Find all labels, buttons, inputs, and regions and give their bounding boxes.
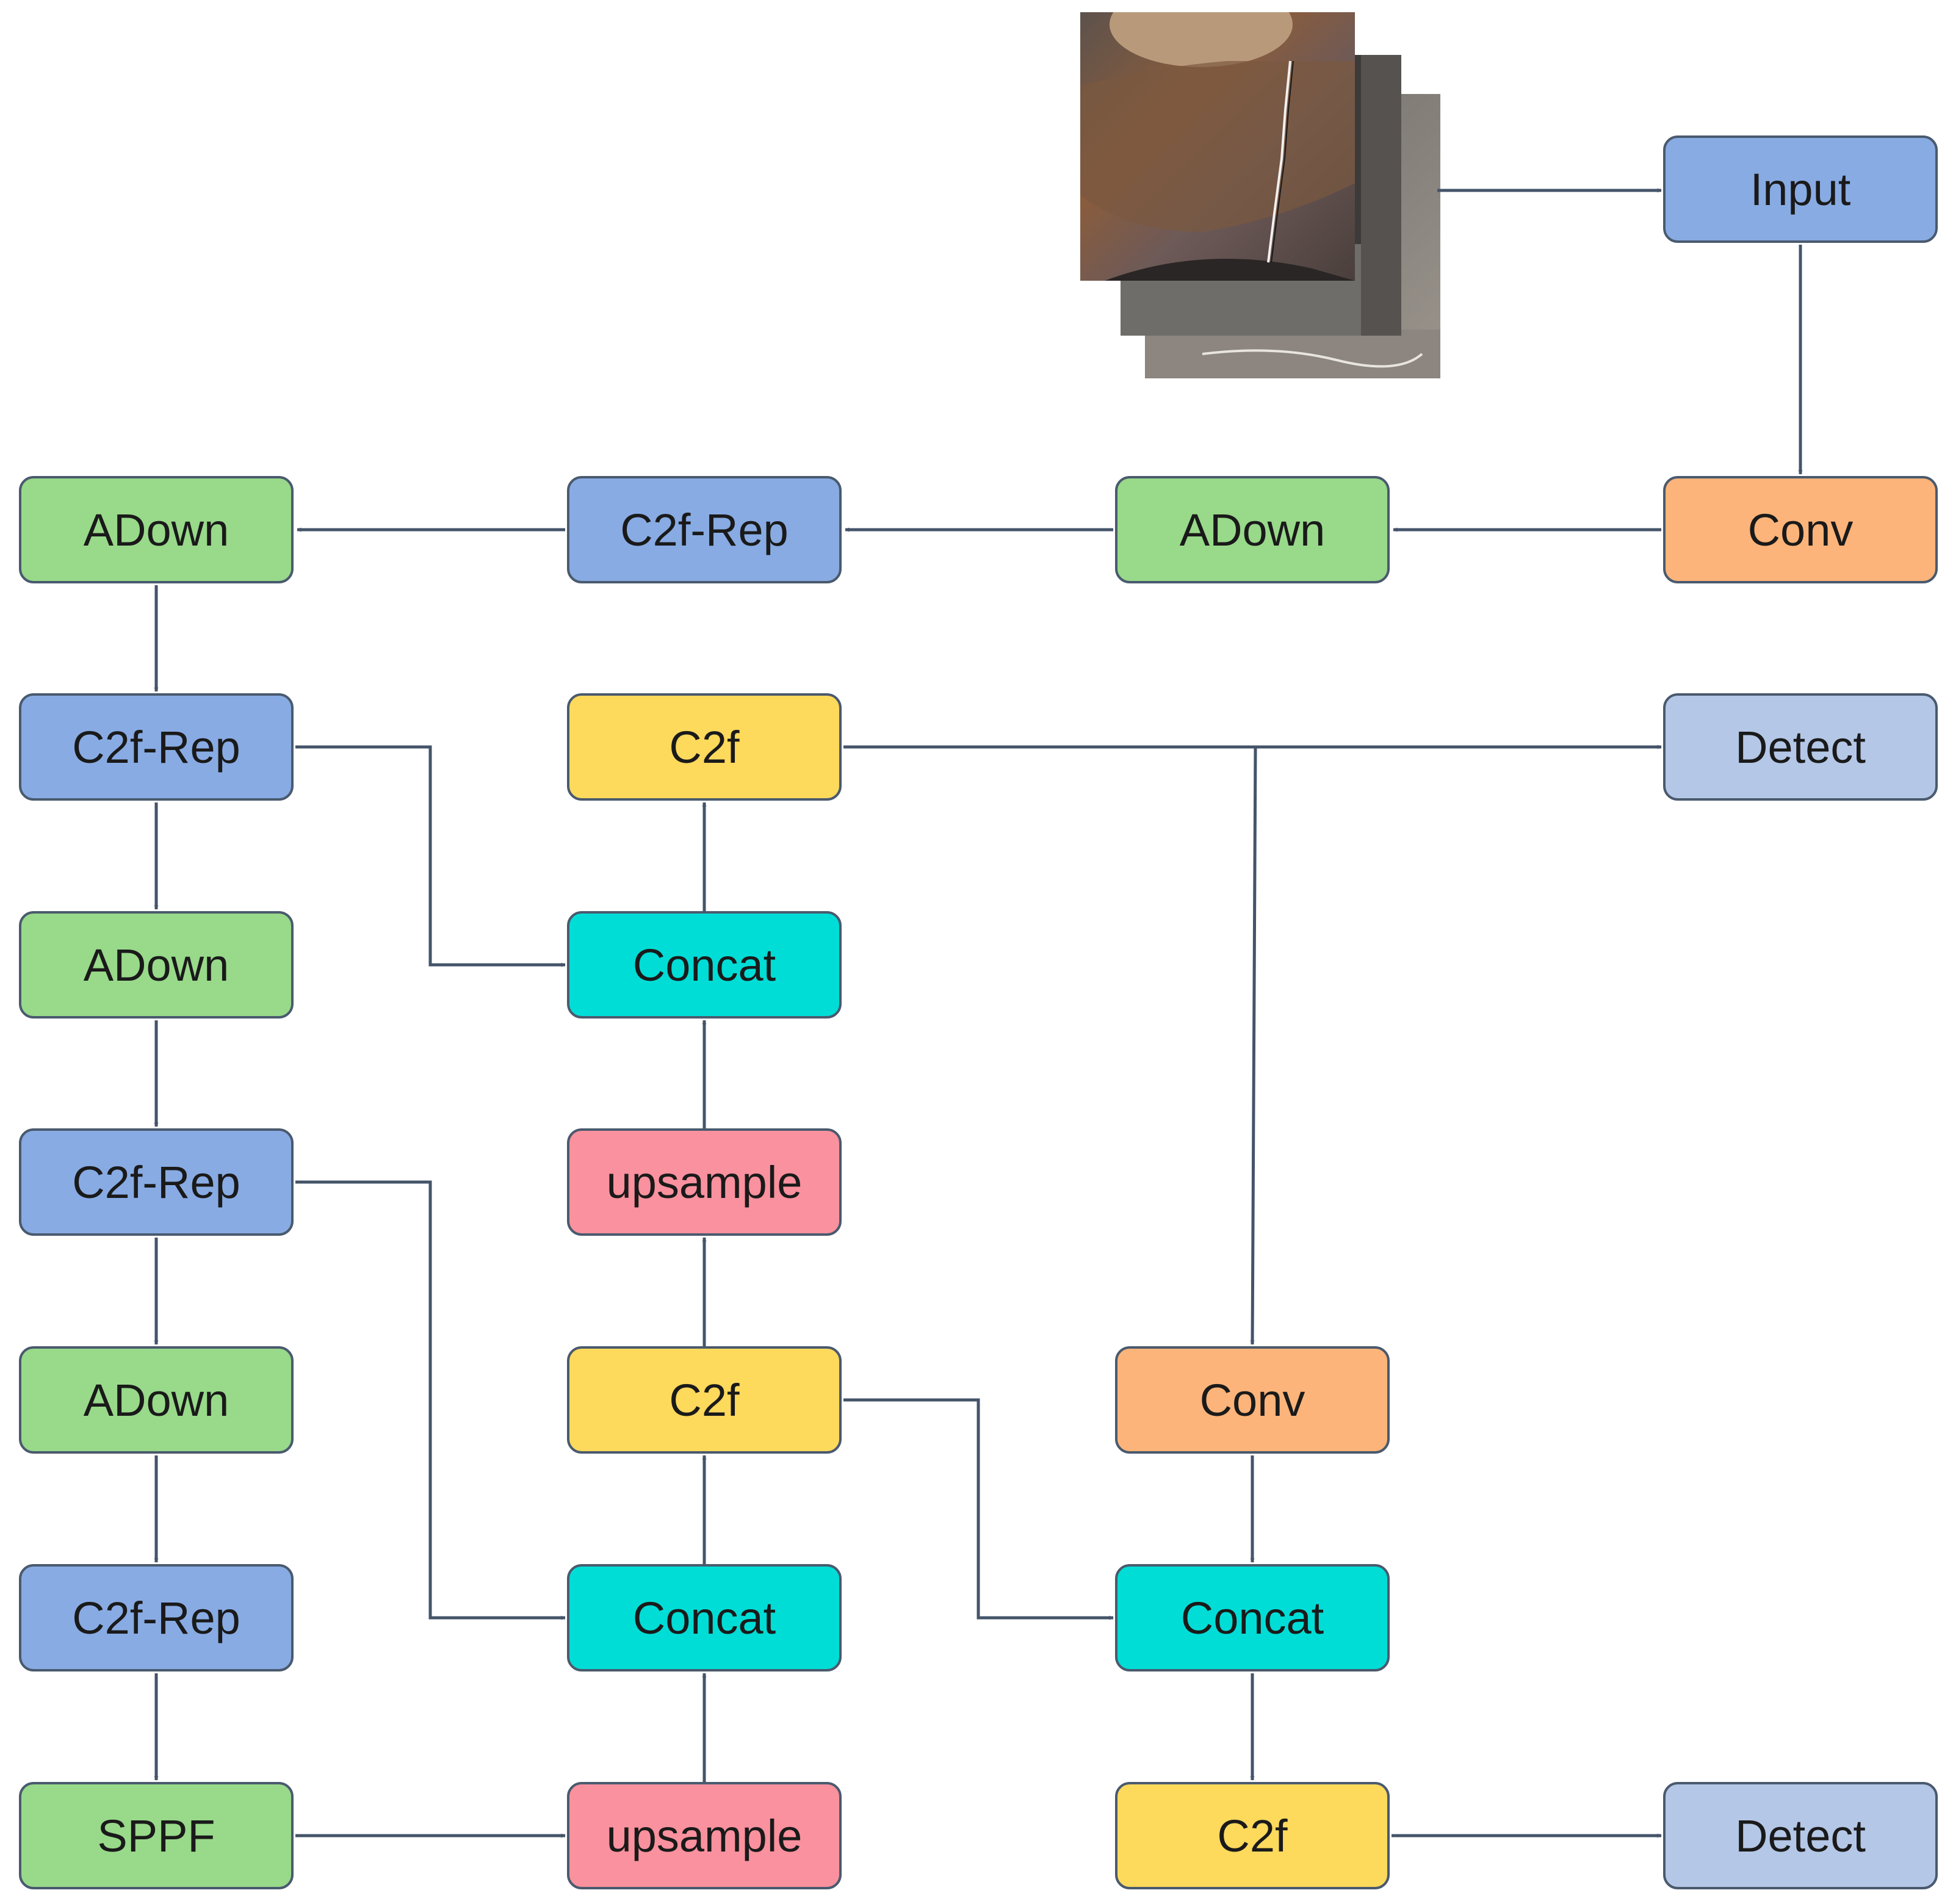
- arrow-c2f-2-to-conv-2: [1250, 746, 1257, 1345]
- c2f-rep-node-2: C2f-Rep: [19, 693, 294, 801]
- concat-node-2: Concat: [567, 911, 842, 1019]
- conv-node-top: Conv: [1663, 476, 1938, 583]
- concat-node-3: Concat: [1115, 1564, 1390, 1671]
- detect-node-1: Detect: [1663, 693, 1938, 801]
- adown-node-1: ADown: [1115, 476, 1390, 583]
- rail-crack-photos: [1080, 0, 1440, 378]
- concat-node-1: Concat: [567, 1564, 842, 1671]
- detect-node-2: Detect: [1663, 1782, 1938, 1889]
- conv-node-2: Conv: [1115, 1346, 1390, 1454]
- sppf-node: SPPF: [19, 1782, 294, 1889]
- c2f-node-1: C2f: [567, 1346, 842, 1454]
- c2f-node-3: C2f: [1115, 1782, 1390, 1889]
- adown-node-4: ADown: [19, 1346, 294, 1454]
- arrow-c2f-rep-2-to-concat-2: [295, 745, 566, 967]
- adown-node-2: ADown: [19, 476, 294, 583]
- upsample-node-2: upsample: [567, 1128, 842, 1236]
- input-image-stack: [1080, 0, 1440, 378]
- arrow-c2f-1-to-concat-3: [843, 1398, 1114, 1620]
- input-node: Input: [1663, 135, 1938, 243]
- upsample-node-1: upsample: [567, 1782, 842, 1889]
- c2f-node-2: C2f: [567, 693, 842, 801]
- adown-node-3: ADown: [19, 911, 294, 1019]
- arrow-c2f-rep-3-to-concat-1: [295, 1180, 566, 1620]
- c2f-rep-node-1: C2f-Rep: [567, 476, 842, 583]
- c2f-rep-node-4: C2f-Rep: [19, 1564, 294, 1671]
- c2f-rep-node-3: C2f-Rep: [19, 1128, 294, 1236]
